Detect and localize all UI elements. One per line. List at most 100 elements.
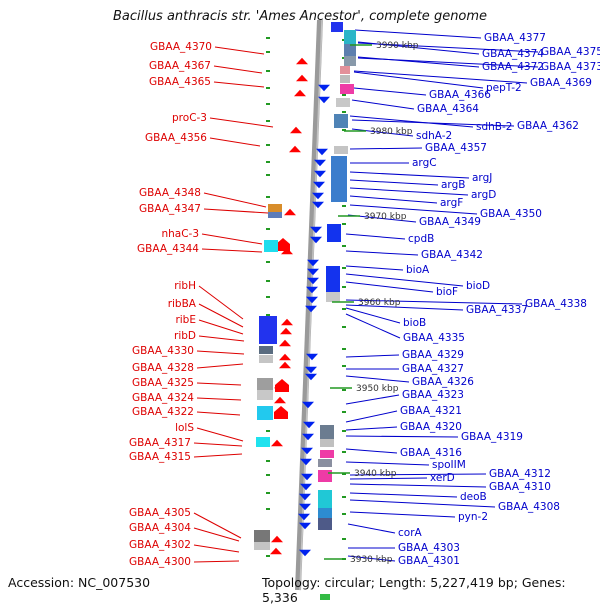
right-gene-label: bioA (406, 264, 430, 276)
right-connector (345, 265, 404, 271)
topology-text: Topology: circular; Length: 5,227,419 bp… (262, 575, 566, 605)
left-connector (193, 527, 240, 542)
gene-block (320, 594, 330, 600)
right-connector (349, 187, 469, 196)
gene-block (256, 437, 270, 447)
gene-block (340, 66, 350, 74)
forward-gene (270, 547, 282, 555)
right-connector (351, 99, 415, 110)
gene-block (257, 390, 273, 400)
gene-block (259, 355, 273, 363)
left-connector (213, 65, 263, 74)
gene-block (344, 30, 356, 44)
left-connector (198, 285, 244, 320)
left-gene-label: GBAA_4325 (132, 377, 194, 389)
left-gene-label: ribH (174, 280, 196, 292)
right-gene-label: GBAA_4337 (466, 304, 528, 316)
right-gene-label: GBAA_4373 (541, 61, 600, 73)
scale-marker-label: 3960 kbp (358, 298, 401, 308)
left-connector (193, 453, 243, 458)
right-connector (349, 147, 423, 150)
right-connector (349, 115, 474, 128)
right-gene-label: bioF (436, 286, 458, 298)
right-gene-label: sdhA-2 (416, 130, 452, 142)
gene-block (327, 224, 341, 242)
left-connector (196, 363, 244, 369)
right-connector (353, 71, 484, 89)
accession-text: Accession: NC_007530 (8, 575, 151, 590)
reverse-gene (314, 159, 326, 167)
forward-gene (280, 327, 292, 335)
reverse-gene (307, 277, 319, 285)
right-connector (345, 448, 398, 454)
reverse-gene (310, 226, 322, 234)
right-connector (345, 299, 523, 305)
left-connector (209, 117, 274, 128)
gene-block (326, 266, 340, 292)
right-connector (345, 354, 400, 358)
forward-gene (281, 318, 293, 326)
right-gene-label: spoIIM (432, 459, 466, 471)
gene-block (331, 156, 347, 202)
reverse-gene (305, 373, 317, 381)
reverse-gene (301, 473, 313, 481)
left-gene-label: ribBA (168, 298, 197, 310)
right-gene-label: GBAA_4366 (429, 89, 491, 101)
right-connector (345, 304, 464, 311)
left-connector (193, 544, 240, 553)
left-gene-label: GBAA_4322 (132, 406, 194, 418)
reverse-gene (300, 483, 312, 491)
right-connector (351, 119, 515, 127)
left-connector (196, 382, 242, 386)
left-gene-label: ribD (174, 330, 196, 342)
forward-gene (271, 535, 283, 543)
left-gene-label: GBAA_4317 (129, 437, 191, 449)
left-gene-label: GBAA_4367 (149, 60, 211, 72)
right-gene-label: GBAA_4310 (489, 481, 551, 493)
reverse-gene (307, 268, 319, 276)
gene-block (254, 530, 270, 542)
reverse-gene (303, 421, 315, 429)
right-gene-label: xerD (430, 472, 455, 484)
right-gene-label: GBAA_4374 (482, 48, 544, 60)
scale-marker-label: 3990 kbp (376, 41, 419, 51)
right-connector (349, 499, 496, 508)
right-gene-label: GBAA_4350 (480, 208, 542, 220)
right-connector (349, 492, 458, 498)
reverse-gene (305, 366, 317, 374)
left-connector (213, 81, 265, 88)
right-gene-label: argC (412, 157, 437, 169)
forward-gene (271, 439, 283, 447)
gene-block (318, 459, 332, 467)
gene-block (320, 439, 334, 447)
left-connector (203, 208, 269, 214)
right-connector (345, 281, 434, 293)
right-gene-label: GBAA_4338 (525, 298, 587, 310)
scale-marker-label: 3930 kbp (350, 555, 393, 565)
right-gene-label: deoB (460, 491, 487, 503)
right-connector (345, 461, 430, 466)
right-gene-label: GBAA_4369 (530, 77, 592, 89)
scale-marker-label: 3980 kbp (370, 127, 413, 137)
left-connector (196, 397, 242, 401)
reverse-gene (299, 503, 311, 511)
right-connector (349, 171, 470, 179)
right-connector (345, 435, 459, 438)
right-gene-label: GBAA_4372 (482, 61, 544, 73)
right-gene-label: pepT-2 (486, 82, 522, 94)
forward-gene (290, 126, 302, 134)
right-connector (353, 70, 528, 84)
reverse-gene (302, 433, 314, 441)
left-connector (209, 137, 261, 147)
right-gene-label: GBAA_4321 (400, 405, 462, 417)
forward-gene (279, 361, 291, 369)
left-connector (198, 319, 244, 335)
gene-block (268, 204, 282, 212)
reverse-gene (318, 96, 330, 104)
forward-gene (274, 406, 288, 419)
right-gene-label: corA (398, 527, 423, 539)
right-connector (351, 128, 414, 137)
gene-block (259, 346, 273, 354)
